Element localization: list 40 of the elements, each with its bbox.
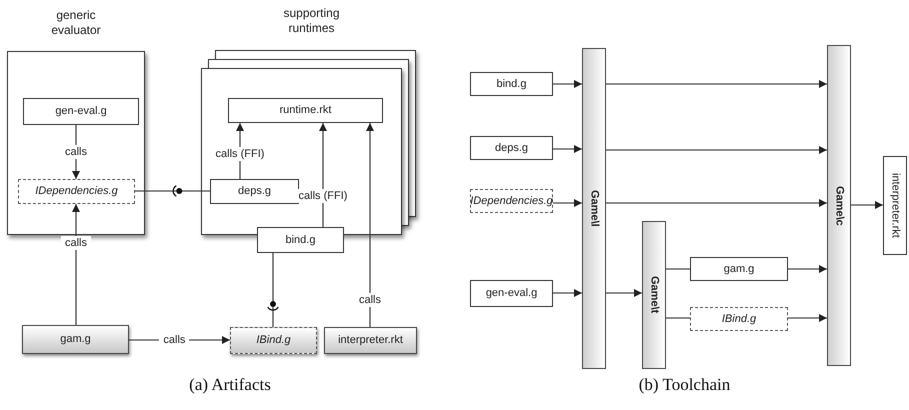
arrow	[553, 145, 582, 153]
arrow	[606, 80, 827, 88]
interface-box: IBind.g	[690, 307, 788, 331]
file-box: deps.g	[470, 136, 553, 160]
file-box: gen-eval.g	[470, 280, 553, 307]
ball-and-socket-connector	[135, 185, 210, 197]
connector-line	[666, 317, 690, 319]
arrow	[606, 289, 642, 297]
arrow	[319, 123, 327, 227]
file-box: interpreter.rkt	[324, 327, 417, 354]
tool-stage-bar: Game\t	[642, 221, 666, 369]
tool-stage-bar: Game\c	[827, 45, 851, 366]
arrow	[553, 199, 582, 207]
arrow	[553, 80, 582, 88]
file-box: gam.g	[690, 257, 788, 281]
arrow	[788, 314, 827, 322]
interface-box: IDependencies.g	[18, 179, 135, 204]
tool-stage-bar: Game\l	[582, 48, 606, 369]
file-box: gam.g	[22, 325, 129, 354]
file-box: gen-eval.g	[23, 98, 139, 125]
panel-heading: supporting runtimes	[282, 6, 341, 36]
arrow	[366, 123, 374, 327]
arrow	[606, 199, 827, 207]
subfigure-caption: (b) Toolchain	[638, 374, 730, 396]
arrow	[788, 265, 827, 273]
file-box: deps.g	[210, 179, 299, 204]
interface-box: IBind.g	[230, 327, 317, 354]
file-box: interpreter.rkt	[883, 156, 907, 255]
arrow	[72, 204, 80, 325]
interface-box: IDependencies.g	[470, 189, 553, 213]
panel-heading: generic evaluator	[50, 8, 102, 38]
connector-line	[666, 268, 690, 270]
file-box: runtime.rkt	[228, 98, 383, 123]
file-box: bind.g	[257, 227, 344, 253]
subfigure-caption: (a) Artifacts	[189, 374, 271, 396]
arrow	[553, 289, 582, 297]
arrow	[606, 146, 827, 154]
ball-and-socket-connector	[267, 253, 279, 327]
arrow	[851, 201, 883, 209]
file-box: bind.g	[470, 72, 553, 96]
